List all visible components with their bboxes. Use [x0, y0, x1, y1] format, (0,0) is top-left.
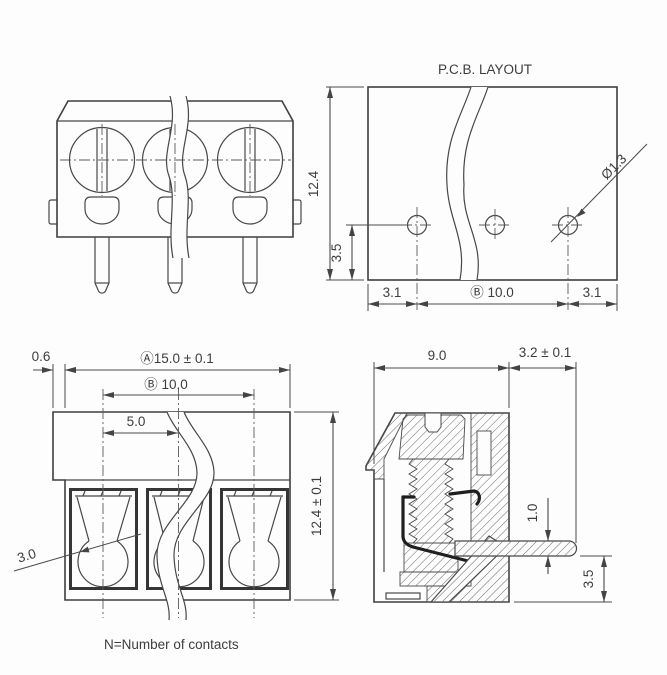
- wire-openings-top-view: [84, 196, 268, 225]
- dim-label: 9.0: [428, 348, 447, 363]
- dim-body-height: 12.4 ± 0.1: [294, 411, 339, 601]
- dim-label: 3.1: [583, 285, 602, 300]
- break-line: [463, 86, 489, 281]
- dim-label: 3.5: [581, 570, 596, 589]
- break-line: [446, 86, 472, 281]
- dim-contact-span: Ⓑ 10.0: [103, 377, 254, 398]
- contact-window-3: [220, 488, 289, 590]
- top-view: [48, 95, 302, 294]
- dim-label: 3.0: [16, 546, 38, 566]
- dim-hole-to-edge: 3.5: [329, 224, 406, 280]
- dim-label: 3.5: [329, 244, 344, 263]
- dim-pcb-height: 12.4: [306, 86, 364, 281]
- dim-label: 12.4: [306, 170, 321, 197]
- dim-label: 12.4 ± 0.1: [309, 476, 324, 536]
- pcb-board-outline: [367, 86, 618, 281]
- dim-label: Ⓑ 10.0: [144, 377, 188, 392]
- housing-slot: [476, 430, 492, 476]
- dim-body-depth: 9.0: [373, 348, 510, 464]
- break-line: [173, 411, 215, 621]
- pcb-layout-title: P.C.B. LAYOUT: [438, 62, 532, 77]
- front-view: 0.6 Ⓐ15.0 ± 0.1 Ⓑ 10.0 5.0 12.4 ± 0.1: [13, 349, 339, 652]
- base-tab: [385, 592, 421, 600]
- break-region: [156, 412, 215, 620]
- dim-pin-below: 3.5: [514, 555, 612, 603]
- solder-pins-top-view: [94, 237, 258, 294]
- dim-hole-spacing-chain: 3.1 Ⓑ 10.0 3.1: [367, 284, 618, 311]
- dim-label: 0.6: [32, 349, 51, 364]
- break-line: [165, 95, 174, 259]
- dim-label: Ⓑ 10.0: [470, 285, 514, 300]
- dim-wire-hole: 3.0: [13, 533, 142, 572]
- hole-centerlines: [401, 207, 584, 310]
- dim-label: 5.0: [127, 414, 146, 429]
- screw-slot-notch: [424, 412, 442, 433]
- screw-head-section: [398, 414, 466, 460]
- solder-pin-section: [429, 535, 578, 603]
- dim-label: Ⓐ15.0 ± 0.1: [140, 351, 213, 366]
- break-line: [181, 95, 190, 259]
- dim-total-width: Ⓐ15.0 ± 0.1: [64, 351, 291, 408]
- contacts-note: N=Number of contacts: [104, 637, 239, 652]
- contact-window-2: [146, 488, 212, 590]
- dim-pitch: 5.0: [103, 414, 178, 436]
- dim-label: 3.2 ± 0.1: [519, 345, 571, 360]
- side-section-view: 9.0 3.2 ± 0.1 1.0 3.5: [365, 345, 612, 603]
- dim-pin-offset: 3.2 ± 0.1: [509, 345, 577, 543]
- dim-flange-offset: 0.6: [32, 349, 84, 408]
- dim-label: 3.1: [383, 285, 402, 300]
- contact-window-1: [69, 488, 138, 590]
- wire-clamp-section: [401, 489, 481, 563]
- dim-label: 1.0: [525, 504, 540, 523]
- pcb-layout-view: P.C.B. LAYOUT 12.4: [306, 62, 648, 311]
- screw-thread-section: [408, 458, 454, 544]
- dim-pin-thickness: 1.0: [525, 498, 551, 574]
- break-line: [156, 411, 198, 621]
